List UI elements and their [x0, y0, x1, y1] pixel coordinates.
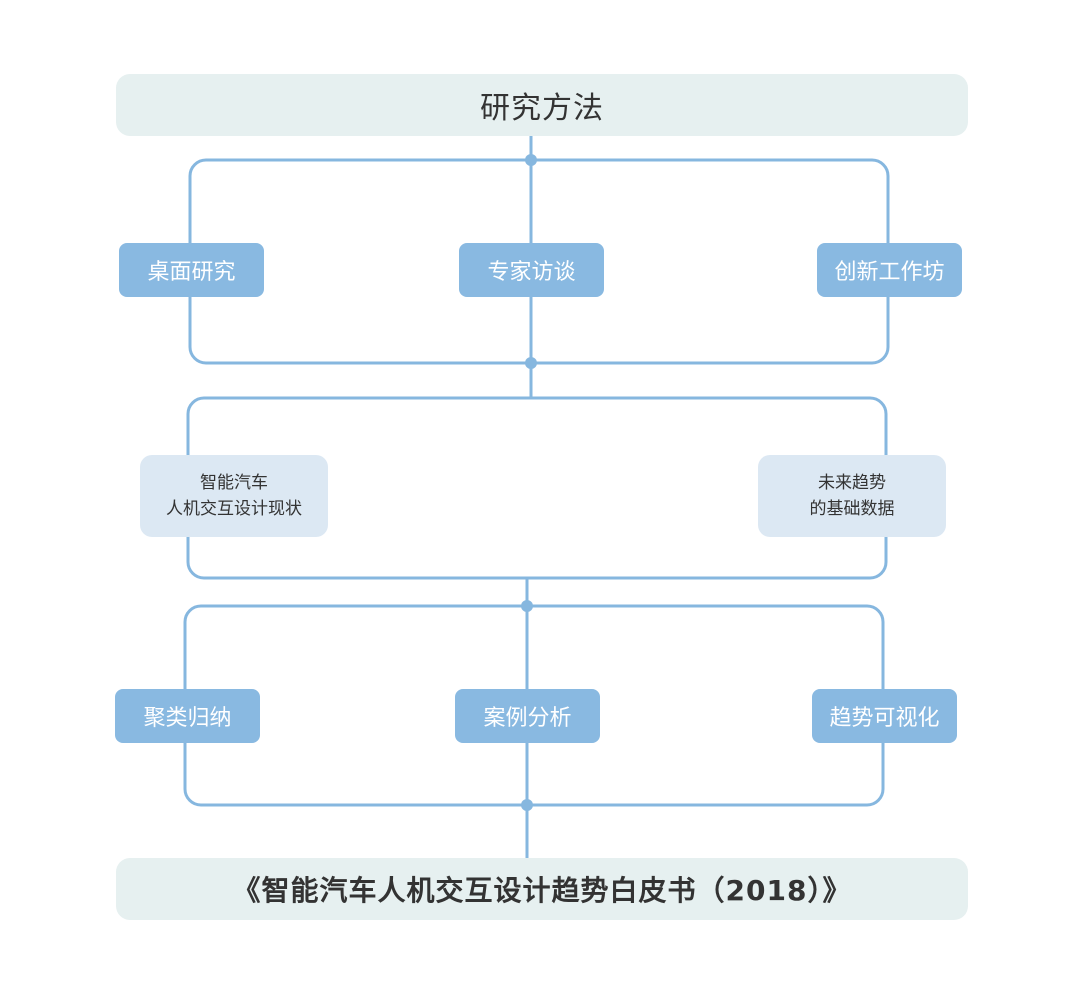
- node-label: 案例分析: [483, 706, 572, 731]
- junction-dot: [521, 799, 533, 811]
- node-current-status: 智能汽车 人机交互设计现状: [140, 455, 328, 537]
- junction-dot: [525, 357, 537, 369]
- node-label: 专家访谈: [487, 260, 576, 285]
- node-label-line: 智能汽车: [200, 473, 268, 493]
- node-future-trend-data: 未来趋势 的基础数据: [758, 455, 946, 537]
- header-banner: 研究方法: [116, 74, 968, 136]
- node-innovation-workshop: 创新工作坊: [817, 243, 962, 297]
- header-title: 研究方法: [480, 91, 604, 126]
- node-label-line: 人机交互设计现状: [166, 499, 302, 519]
- footer-banner: 《智能汽车人机交互设计趋势白皮书（2018）》: [116, 858, 968, 920]
- node-label: 趋势可视化: [829, 706, 940, 731]
- node-label-line: 未来趋势: [818, 473, 886, 493]
- footer-title: 《智能汽车人机交互设计趋势白皮书（2018）》: [232, 874, 852, 907]
- node-label: 聚类归纳: [143, 706, 232, 731]
- node-label: 创新工作坊: [834, 260, 945, 285]
- node-expert-interview: 专家访谈: [459, 243, 604, 297]
- junction-dot: [521, 600, 533, 612]
- node-desk-research: 桌面研究: [119, 243, 264, 297]
- node-clustering: 聚类归纳: [115, 689, 260, 743]
- node-trend-visualization: 趋势可视化: [812, 689, 957, 743]
- node-label: 桌面研究: [147, 260, 236, 285]
- node-case-analysis: 案例分析: [455, 689, 600, 743]
- node-label-line: 的基础数据: [809, 499, 895, 519]
- junction-dot: [525, 154, 537, 166]
